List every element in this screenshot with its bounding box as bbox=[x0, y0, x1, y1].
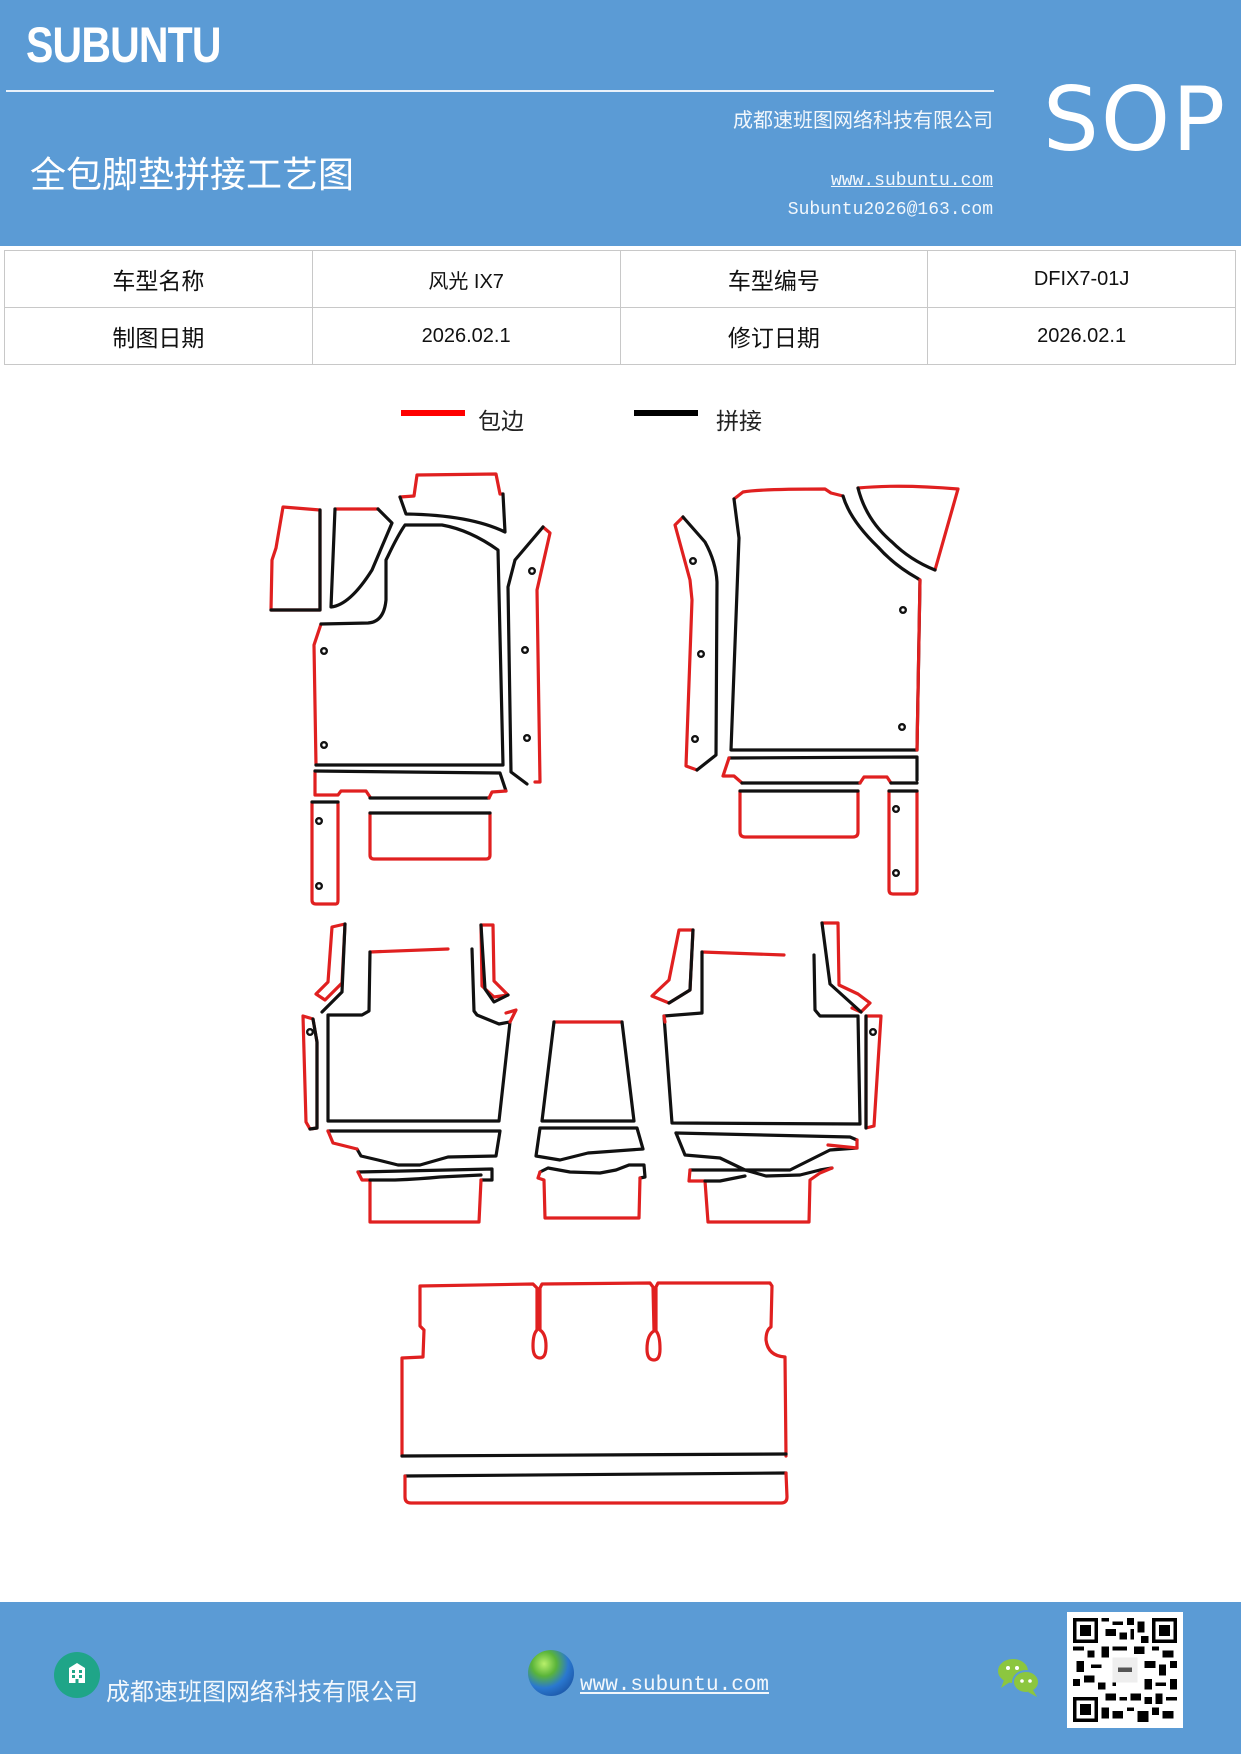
driver-front-mat-set bbox=[269, 472, 552, 906]
revision-date-value: 2026.02.1 bbox=[927, 307, 1236, 365]
vehicle-info-table: 车型名称 风光 IX7 车型编号 DFIX7-01J 制图日期 2026.02.… bbox=[4, 250, 1236, 365]
footer-company-name: 成都速班图网络科技有限公司 bbox=[106, 1678, 418, 1706]
footer-website-link[interactable]: www.subuntu.com bbox=[580, 1674, 770, 1697]
legend-label-seam: 拼接 bbox=[716, 409, 762, 435]
legend-swatch-seam bbox=[634, 410, 698, 416]
third-row-mat-set bbox=[400, 1281, 789, 1505]
page-title: 全包脚垫拼接工艺图 bbox=[30, 155, 355, 196]
model-code-value: DFIX7-01J bbox=[927, 250, 1236, 308]
table-row: 车型名称 风光 IX7 车型编号 DFIX7-01J bbox=[4, 250, 1236, 308]
brand-logo: SUBUNTU bbox=[26, 17, 222, 73]
wechat-icon bbox=[996, 1656, 1042, 1698]
second-row-center-mat-set bbox=[534, 1020, 647, 1220]
table-row: 制图日期 2026.02.1 修订日期 2026.02.1 bbox=[4, 307, 1236, 365]
second-row-left-mat-set bbox=[301, 922, 518, 1224]
globe-icon bbox=[528, 1650, 574, 1696]
legend-label-edge: 包边 bbox=[478, 409, 524, 435]
model-name-label: 车型名称 bbox=[4, 250, 313, 308]
sop-badge: SOP bbox=[1043, 68, 1228, 171]
passenger-front-mat-set bbox=[673, 484, 960, 896]
drawing-date-value: 2026.02.1 bbox=[311, 307, 621, 365]
wechat-qr-code bbox=[1067, 1612, 1183, 1728]
page-footer: 成都速班图网络科技有限公司 www.subuntu.com bbox=[0, 1602, 1241, 1754]
website-link[interactable]: www.subuntu.com bbox=[830, 171, 993, 191]
page-header: SUBUNTU 全包脚垫拼接工艺图 成都速班图网络科技有限公司 www.subu… bbox=[0, 0, 1241, 246]
model-name-value: 风光 IX7 bbox=[311, 250, 621, 308]
revision-date-label: 修订日期 bbox=[619, 307, 929, 365]
legend-swatch-edge bbox=[401, 410, 465, 416]
header-divider bbox=[6, 90, 994, 92]
model-code-label: 车型编号 bbox=[619, 250, 929, 308]
company-name: 成都速班图网络科技有限公司 bbox=[733, 108, 993, 132]
building-icon bbox=[54, 1652, 100, 1698]
drawing-date-label: 制图日期 bbox=[4, 307, 313, 365]
contact-email[interactable]: Subuntu2026@163.com bbox=[787, 200, 993, 220]
second-row-right-mat-set bbox=[650, 921, 883, 1224]
